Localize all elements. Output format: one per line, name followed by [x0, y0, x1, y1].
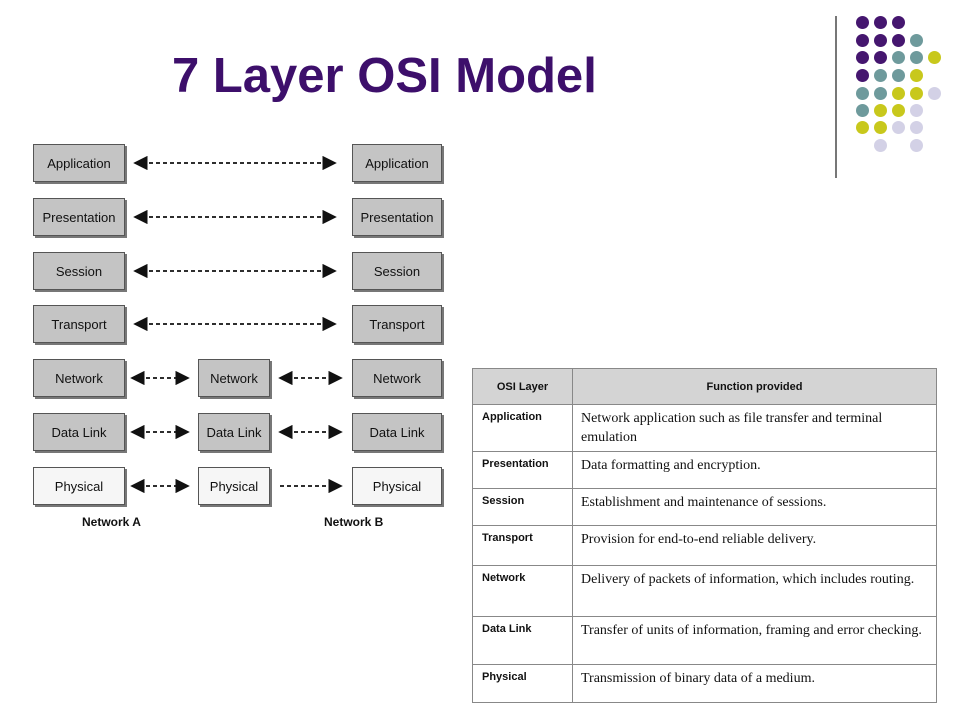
decorative-dot — [928, 87, 941, 100]
decorative-dot — [892, 121, 905, 134]
layer-cell: Data Link — [472, 616, 573, 665]
decorative-dot — [874, 51, 887, 64]
function-cell: Transfer of units of information, framin… — [572, 616, 937, 665]
left-layer-data-link: Data Link — [33, 413, 125, 451]
decorative-dot — [910, 104, 923, 117]
decorative-dot — [910, 69, 923, 82]
network-b-label: Network B — [324, 515, 384, 529]
right-layer-application: Application — [352, 144, 442, 182]
right-layer-transport: Transport — [352, 305, 442, 343]
decorative-dot — [856, 34, 869, 47]
arrow-layer — [130, 155, 343, 494]
table-row: Data Link Transfer of units of informati… — [472, 616, 937, 665]
table-row: Application Network application such as … — [472, 404, 937, 452]
decorative-dot — [910, 87, 923, 100]
left-layer-session: Session — [33, 252, 125, 290]
function-cell: Network application such as file transfe… — [572, 404, 937, 452]
column-header-osi-layer: OSI Layer — [472, 368, 573, 405]
table-row: Session Establishment and maintenance of… — [472, 488, 937, 526]
column-header-function: Function provided — [572, 368, 937, 405]
network-a-label: Network A — [82, 515, 141, 529]
left-layer-application: Application — [33, 144, 125, 182]
function-cell: Transmission of binary data of a medium. — [572, 664, 937, 703]
table-row: Network Delivery of packets of informati… — [472, 565, 937, 617]
decorative-dot — [874, 16, 887, 29]
layer-cell: Session — [472, 488, 573, 526]
osi-function-table: OSI Layer Function provided Application … — [472, 368, 937, 703]
left-layer-presentation: Presentation — [33, 198, 125, 236]
decorative-dot — [856, 121, 869, 134]
decorative-dot — [892, 69, 905, 82]
decorative-dot — [874, 139, 887, 152]
function-cell: Provision for end-to-end reliable delive… — [572, 525, 937, 566]
table-row: Transport Provision for end-to-end relia… — [472, 525, 937, 566]
decorative-dot — [874, 87, 887, 100]
table-row: Physical Transmission of binary data of … — [472, 664, 937, 703]
osi-diagram: Application Presentation Session Transpo… — [30, 137, 450, 537]
decorative-dot — [910, 121, 923, 134]
decorative-dot — [892, 51, 905, 64]
decorative-dot — [856, 51, 869, 64]
decorative-dot — [910, 34, 923, 47]
decorative-dot — [892, 16, 905, 29]
decorative-dot — [856, 69, 869, 82]
decorative-dot — [874, 104, 887, 117]
middle-layer-physical: Physical — [198, 467, 270, 505]
middle-layer-data-link: Data Link — [198, 413, 270, 451]
right-layer-network: Network — [352, 359, 442, 397]
table-header-row: OSI Layer Function provided — [472, 368, 937, 405]
left-layer-transport: Transport — [33, 305, 125, 343]
decorative-dot — [856, 104, 869, 117]
decorative-dot — [856, 87, 869, 100]
decorative-dot — [874, 69, 887, 82]
decorative-dot — [874, 121, 887, 134]
layer-cell: Network — [472, 565, 573, 617]
left-layer-network: Network — [33, 359, 125, 397]
decorative-vertical-line — [835, 16, 837, 178]
right-layer-session: Session — [352, 252, 442, 290]
decorative-dot — [892, 104, 905, 117]
layer-cell: Transport — [472, 525, 573, 566]
right-layer-presentation: Presentation — [352, 198, 442, 236]
right-layer-data-link: Data Link — [352, 413, 442, 451]
slide-title: 7 Layer OSI Model — [172, 49, 597, 103]
decorative-dot — [856, 16, 869, 29]
right-layer-physical: Physical — [352, 467, 442, 505]
layer-cell: Presentation — [472, 451, 573, 489]
decorative-dot — [874, 34, 887, 47]
function-cell: Data formatting and encryption. — [572, 451, 937, 489]
layer-cell: Physical — [472, 664, 573, 703]
left-layer-physical: Physical — [33, 467, 125, 505]
middle-layer-network: Network — [198, 359, 270, 397]
decorative-dot — [928, 51, 941, 64]
table-row: Presentation Data formatting and encrypt… — [472, 451, 937, 489]
layer-cell: Application — [472, 404, 573, 452]
function-cell: Delivery of packets of information, whic… — [572, 565, 937, 617]
decorative-dot — [910, 139, 923, 152]
decorative-dot — [892, 87, 905, 100]
decorative-dot — [892, 34, 905, 47]
decorative-dot — [910, 51, 923, 64]
function-cell: Establishment and maintenance of session… — [572, 488, 937, 526]
